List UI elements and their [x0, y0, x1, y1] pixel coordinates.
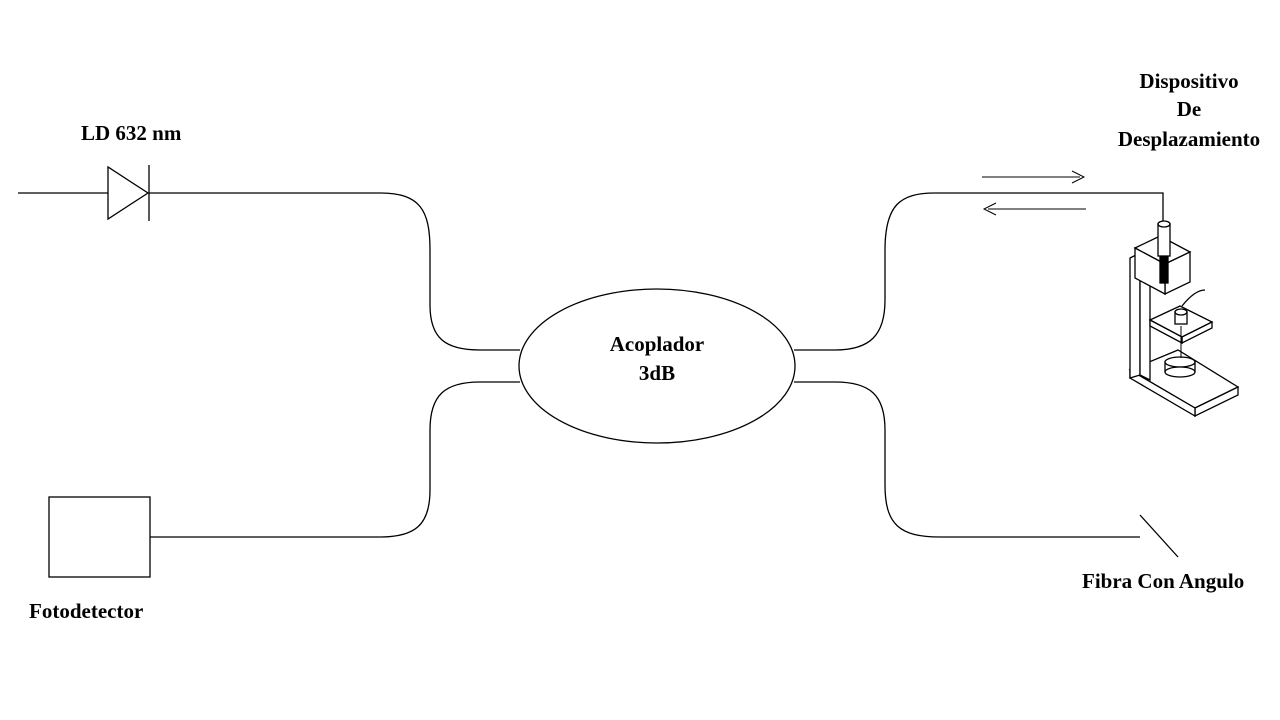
forward-arrow: [982, 170, 1086, 184]
device-label-line1: Dispositivo: [1139, 69, 1238, 93]
backward-arrow: [982, 202, 1086, 216]
device-label-line2: De: [1177, 97, 1202, 121]
device-fiber-clamp: [1157, 223, 1171, 257]
device-label-line3: Desplazamiento: [1118, 127, 1260, 151]
coupler-ellipse: [518, 288, 796, 444]
angled-fiber-tip: [1139, 514, 1179, 558]
laser-diode-triangle: [107, 165, 150, 221]
device-stage-cable: [1181, 289, 1206, 307]
device-fiber-clamp-top: [1157, 220, 1171, 228]
device-stage-side: [1149, 318, 1183, 345]
photodetector-box: [48, 496, 151, 578]
angled-fiber-label: Fibra Con Angulo: [1082, 569, 1244, 593]
device-carriage-side: [1134, 246, 1166, 296]
laser-label: LD 632 nm: [81, 121, 182, 145]
device-sample-top: [1174, 308, 1188, 316]
photodetector-label: Fotodetector: [29, 599, 143, 623]
fiber-coupler-to-device: [794, 192, 1164, 351]
coupler-label-line1: Acoplador: [610, 332, 705, 356]
displacement-device-illustration: [1128, 220, 1240, 418]
device-knob-bottom: [1164, 366, 1196, 378]
coupler-label-line2: 3dB: [639, 361, 675, 385]
fiber-coupler-to-angled-end: [794, 381, 1140, 538]
laser-diode: [18, 165, 150, 221]
device-fiber-holder: [1159, 254, 1169, 284]
device-knob-top: [1164, 356, 1196, 368]
fiber-coupler-to-photodetector: [150, 381, 520, 538]
fiber-laser-to-coupler: [149, 192, 520, 351]
